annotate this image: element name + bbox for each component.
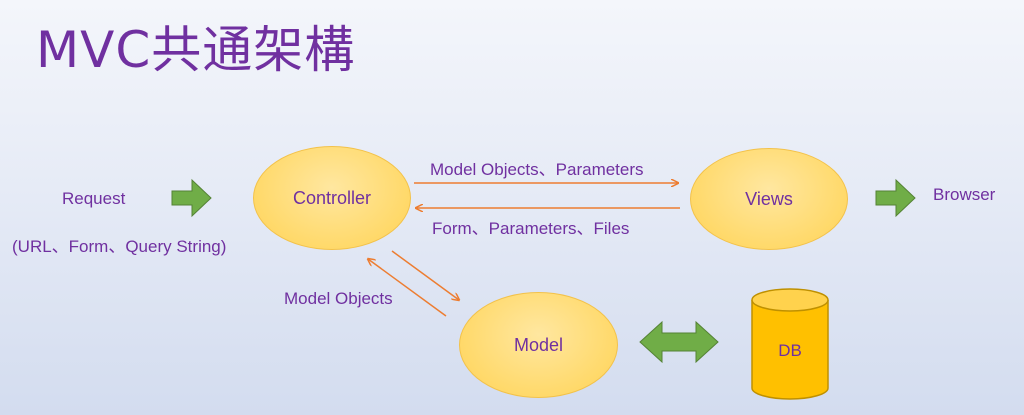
to-views-label: Model Objects、Parameters [430, 160, 644, 179]
controller-to-model-arrow [391, 250, 459, 300]
request-arrow [171, 178, 212, 218]
db-label: DB [778, 341, 802, 360]
db-cylinder [751, 288, 829, 400]
views-node: Views [690, 148, 848, 250]
model-node: Model [459, 292, 618, 398]
request-label: Request [62, 189, 126, 208]
views-label: Views [745, 188, 793, 209]
from-views-label: Form、Parameters、Files [432, 219, 630, 238]
model-objects-label: Model Objects [284, 289, 393, 308]
model-to-controller-arrow [368, 259, 447, 317]
controller-node: Controller [253, 146, 411, 250]
browser-label: Browser [933, 185, 996, 204]
model-db-double-arrow [639, 320, 719, 364]
page-title: MVC共通架構 [36, 21, 356, 79]
browser-arrow [875, 178, 916, 218]
model-label: Model [513, 334, 564, 355]
controller-label: Controller [292, 187, 372, 208]
request-detail-label: (URL、Form、Query String) [12, 237, 227, 256]
